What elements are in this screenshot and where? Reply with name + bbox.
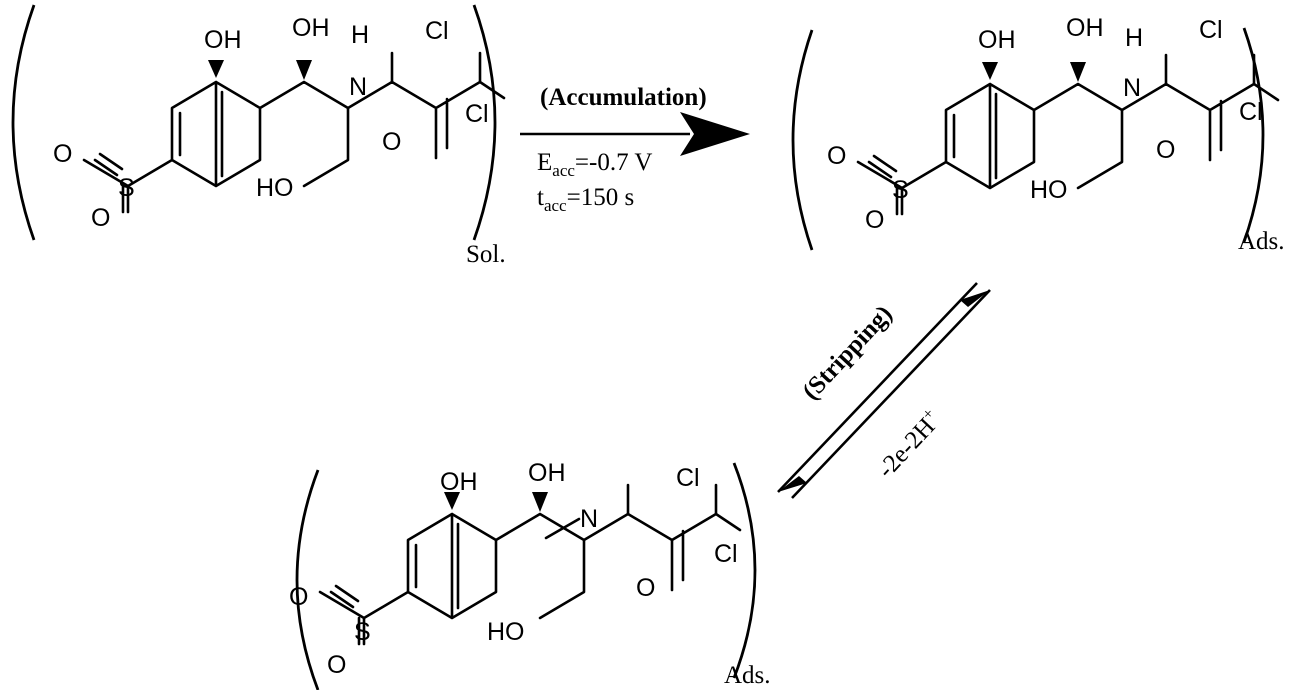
- left-parenthesis-oxidized: [295, 469, 320, 690]
- atom-nh-h: H: [351, 21, 369, 49]
- forward-half-arrowhead: [960, 290, 990, 307]
- atom-n-imine: N: [580, 505, 598, 533]
- atom-s: S: [892, 176, 909, 204]
- accumulation-time: tacc=150 s: [537, 184, 634, 215]
- atom-ho: HO: [1030, 176, 1068, 204]
- atom-oh-phenol: OH: [978, 26, 1016, 54]
- atom-ho: HO: [487, 618, 525, 646]
- atom-cl-2: Cl: [465, 100, 489, 128]
- atom-ho: HO: [256, 174, 294, 202]
- right-parenthesis-adsorbed: [1242, 27, 1265, 243]
- atom-s: S: [118, 174, 135, 202]
- atom-nh-n: N: [349, 73, 367, 101]
- atom-cl-1: Cl: [676, 464, 700, 492]
- molecule-oxidized: OH OH N Cl Cl O HO O S O: [289, 459, 742, 679]
- phase-label-oxidized: Ads.: [724, 662, 771, 689]
- forward-equilibrium-line: [791, 289, 991, 499]
- reverse-equilibrium-line: [777, 282, 978, 493]
- molecule-solution: OH OH H N Cl Cl O HO O S O: [53, 14, 506, 232]
- atom-oh-alcohol: OH: [292, 14, 330, 42]
- atom-oh-phenol: OH: [204, 26, 242, 54]
- atom-nh-h: H: [1125, 24, 1143, 52]
- accumulation-step: (Accumulation) Eacc=-0.7 V tacc=150 s: [520, 84, 750, 215]
- atom-o-sulfonyl-2: O: [865, 206, 884, 234]
- atom-oh-alcohol: OH: [528, 459, 566, 487]
- accumulation-arrowhead: [680, 112, 750, 156]
- reverse-half-arrowhead: [778, 476, 807, 492]
- stripping-label: (Stripping): [797, 300, 897, 405]
- accumulation-potential: Eacc=-0.7 V: [537, 149, 652, 180]
- atom-cl-1: Cl: [1199, 16, 1223, 44]
- atom-oh-alcohol: OH: [1066, 14, 1104, 42]
- atom-cl-2: Cl: [1239, 98, 1263, 126]
- accumulation-label: (Accumulation): [540, 84, 707, 111]
- atom-o-carbonyl: O: [1156, 136, 1175, 164]
- stripping-electron-transfer: -2e-2H+: [871, 405, 947, 483]
- atom-s: S: [354, 618, 371, 646]
- atom-nh-n: N: [1123, 74, 1141, 102]
- left-parenthesis-solution: [11, 4, 36, 241]
- right-parenthesis-oxidized: [732, 462, 757, 679]
- atom-o-sulfonyl-2: O: [327, 651, 346, 679]
- atom-o-sulfonyl-2: O: [91, 204, 110, 232]
- atom-o-carbonyl: O: [382, 128, 401, 156]
- atom-o-sulfonyl-1: O: [53, 140, 72, 168]
- molecule-adsorbed: OH OH H N Cl Cl O HO O S O: [827, 14, 1280, 234]
- atom-o-carbonyl: O: [636, 574, 655, 602]
- stripping-step: (Stripping) -2e-2H+: [777, 282, 991, 499]
- phase-label-adsorbed: Ads.: [1238, 228, 1285, 255]
- atom-o-sulfonyl-1: O: [827, 142, 846, 170]
- atom-cl-1: Cl: [425, 17, 449, 45]
- right-parenthesis-solution: [472, 4, 497, 241]
- atom-oh-phenol: OH: [440, 468, 478, 496]
- left-parenthesis-adsorbed: [791, 29, 814, 251]
- atom-cl-2: Cl: [714, 540, 738, 568]
- phase-label-solution: Sol.: [466, 241, 506, 268]
